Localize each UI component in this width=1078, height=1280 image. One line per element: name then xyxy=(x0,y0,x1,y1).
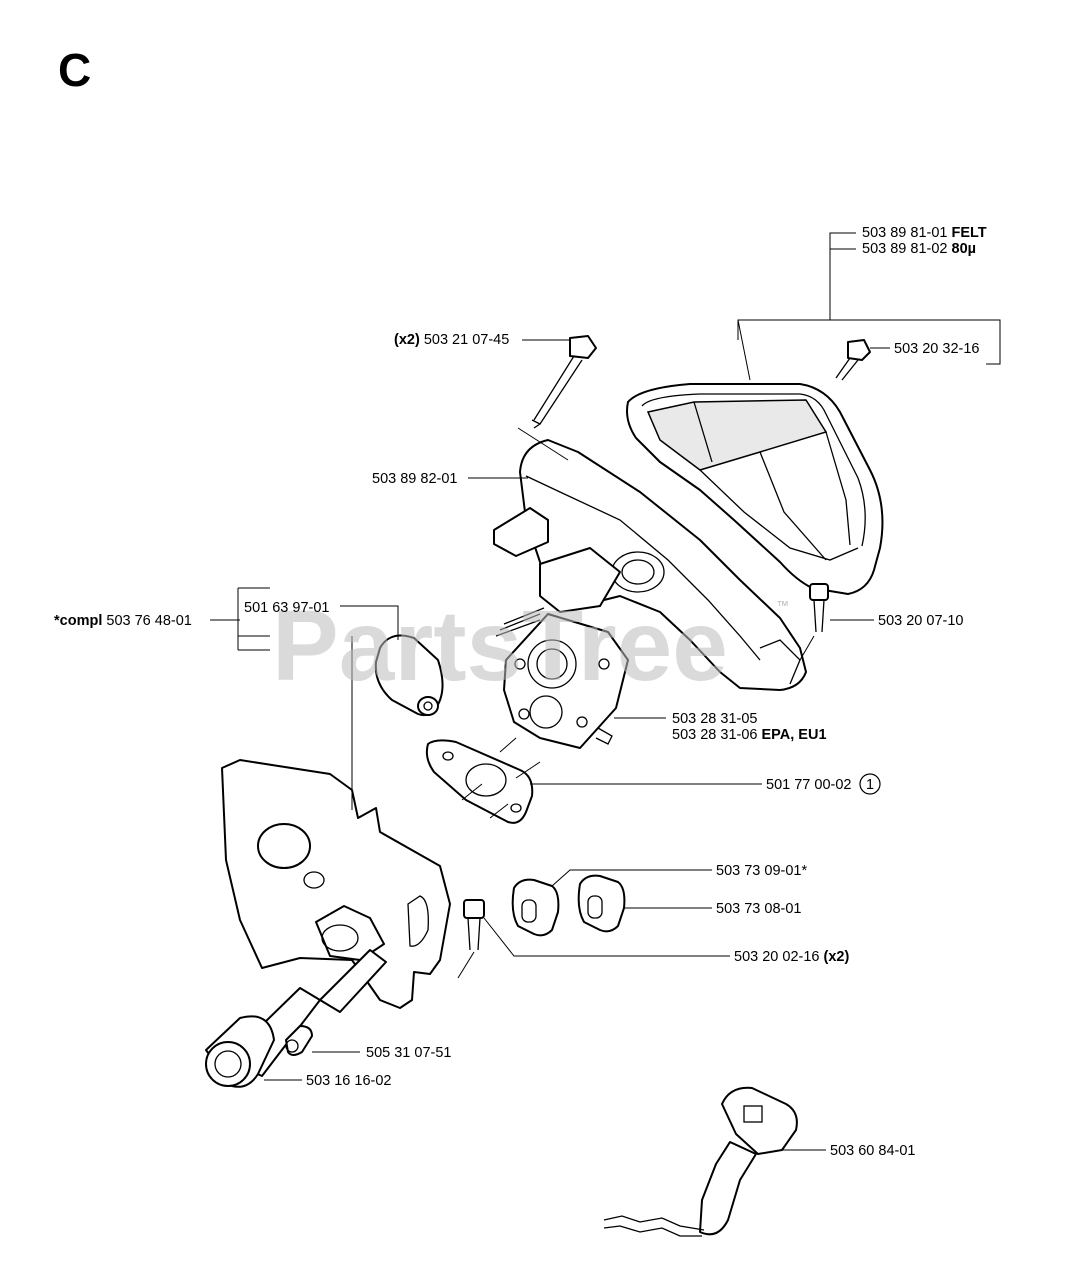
label-carb-1: 503 28 31-05 xyxy=(672,711,757,727)
label-gasket-ref: 1 xyxy=(866,777,874,793)
label-bushing: 505 31 07-51 xyxy=(366,1045,451,1061)
grommet-2-illustration xyxy=(577,874,626,933)
label-screw-right: 503 20 07-10 xyxy=(878,613,963,629)
sleeve-illustration xyxy=(205,1015,275,1088)
filter-holder-illustration xyxy=(493,439,807,691)
carb-housing-illustration xyxy=(221,759,451,1077)
label-filter-holder: 503 89 82-01 xyxy=(372,471,457,487)
label-felt-filter: 503 89 81-01 FELT xyxy=(862,225,987,241)
screw-mid-illustration xyxy=(463,899,485,951)
air-filter-illustration xyxy=(626,383,884,595)
screw-top-illustration xyxy=(531,335,597,429)
label-throttle-rod: 503 60 84-01 xyxy=(830,1143,915,1159)
label-gasket: 501 77 00-02 xyxy=(766,777,851,793)
watermark: PartsTree xyxy=(272,590,728,702)
gasket-illustration xyxy=(425,737,541,824)
label-sleeve: 503 16 16-02 xyxy=(306,1073,391,1089)
label-screw-mid: 503 20 02-16 (x2) xyxy=(734,949,849,965)
label-carb-2: 503 28 31-06 EPA, EU1 xyxy=(672,727,827,743)
label-choke-plate: 501 63 97-01 xyxy=(244,600,329,616)
section-letter: C xyxy=(58,44,91,96)
carburetor-illustration xyxy=(495,607,629,749)
label-grommet-1: 503 73 09-01* xyxy=(716,863,807,879)
label-micron-filter: 503 89 81-02 80µ xyxy=(862,241,976,257)
throttle-rod-illustration xyxy=(603,1086,798,1237)
label-grommet-2: 503 73 08-01 xyxy=(716,901,801,917)
label-screw-top: (x2) 503 21 07-45 xyxy=(394,332,509,348)
bushing-illustration xyxy=(285,1025,313,1056)
label-compl: *compl 503 76 48-01 xyxy=(54,613,192,629)
part-labels: 503 89 81-01 FELT 503 89 81-02 80µ (x2) … xyxy=(54,225,987,1159)
gasket-ref-circle xyxy=(859,773,881,795)
leader-lines xyxy=(210,232,1001,1151)
watermark-tm: ™ xyxy=(776,598,789,613)
screw-right-illustration xyxy=(809,583,829,633)
grommet-1-illustration xyxy=(511,878,560,937)
label-filter-screw: 503 20 32-16 xyxy=(894,341,979,357)
choke-plate-illustration xyxy=(374,634,444,717)
screw-filter-illustration xyxy=(835,339,871,381)
